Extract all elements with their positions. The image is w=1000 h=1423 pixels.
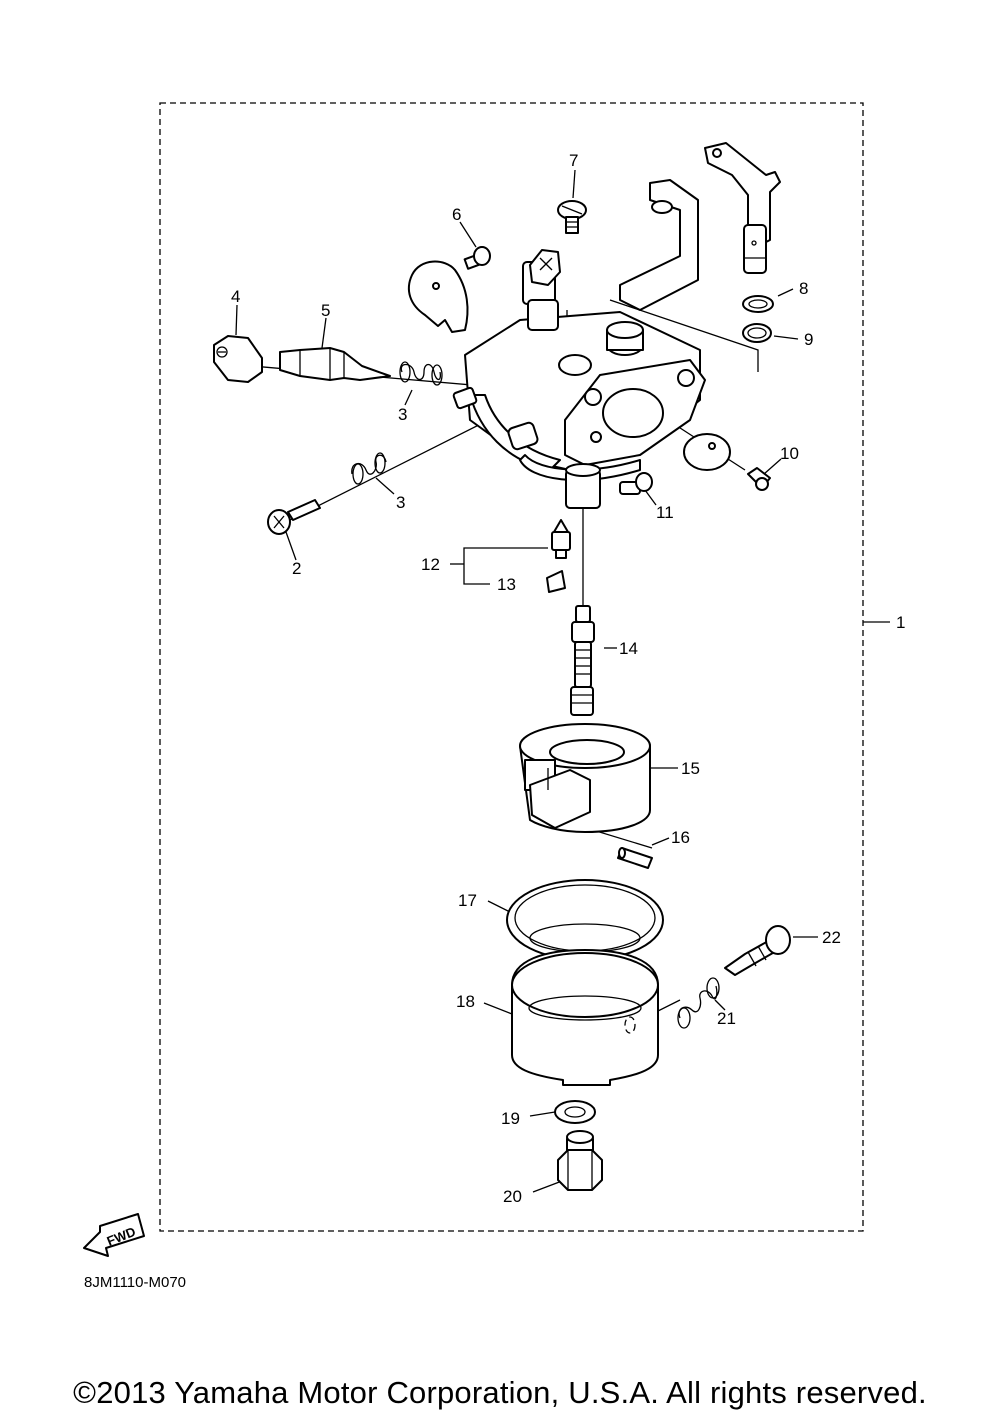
callout-13: 13 (497, 575, 516, 594)
callout-5: 5 (321, 301, 330, 320)
callout-17: 17 (458, 891, 477, 910)
callout-11: 11 (656, 503, 674, 522)
bracket (619, 179, 699, 311)
assembly-boundary (159, 102, 864, 1232)
callout-14: 14 (619, 639, 638, 658)
part-22-screw (724, 925, 791, 976)
part-10-plate (683, 433, 771, 491)
callout-8: 8 (799, 279, 808, 298)
callout-3-upper: 3 (398, 405, 407, 424)
callout-9: 9 (804, 330, 813, 349)
part-4-cap (213, 335, 263, 383)
part-7-screw (557, 200, 587, 234)
part-8-o-ring (742, 295, 774, 313)
choke-lever (704, 142, 781, 274)
callout-12: 12 (421, 555, 440, 574)
callout-2: 2 (292, 559, 301, 578)
part-11-screw (619, 472, 653, 495)
callout-15: 15 (681, 759, 700, 778)
callout-1: 1 (896, 613, 905, 632)
part-6-screw (463, 246, 491, 270)
part-19-washer (554, 1100, 596, 1124)
throttle-valve-plate (407, 260, 469, 333)
part-14-main-nozzle (570, 605, 595, 716)
callout-18: 18 (456, 992, 475, 1011)
diagram-code: 8JM1110-M070 (84, 1274, 186, 1291)
part-15-float (519, 723, 651, 833)
callout-19: 19 (501, 1109, 520, 1128)
callout-21: 21 (717, 1009, 736, 1028)
part-13-clip (546, 570, 566, 593)
part-17-gasket (506, 879, 664, 961)
callout-20: 20 (503, 1187, 522, 1206)
part-3-spring-lower (351, 452, 387, 485)
callout-6: 6 (452, 205, 461, 224)
callout-22: 22 (822, 928, 841, 947)
part-5-pilot-screw (279, 347, 391, 381)
part-9-washer (742, 323, 772, 343)
part-3-spring-upper (399, 361, 443, 386)
part-16-float-pin (617, 847, 653, 869)
part-18-float-bowl (511, 949, 659, 1086)
part-12-needle-valve (551, 519, 571, 559)
part-2-screw (267, 499, 321, 535)
callout-3-lower: 3 (396, 493, 405, 512)
copyright-notice: ©2013 Yamaha Motor Corporation, U.S.A. A… (73, 1375, 927, 1410)
callout-10: 10 (780, 444, 799, 463)
callout-labels: 1 2 3 3 4 5 6 7 8 9 10 11 12 13 14 15 16… (231, 151, 905, 1206)
callout-7: 7 (569, 151, 578, 170)
part-21-spring (677, 977, 720, 1029)
callout-4: 4 (231, 287, 240, 306)
part-20-drain-bolt (557, 1130, 603, 1191)
carburetor-body (452, 249, 706, 509)
callout-16: 16 (671, 828, 690, 847)
fwd-arrow-icon: FWD (83, 1213, 145, 1257)
